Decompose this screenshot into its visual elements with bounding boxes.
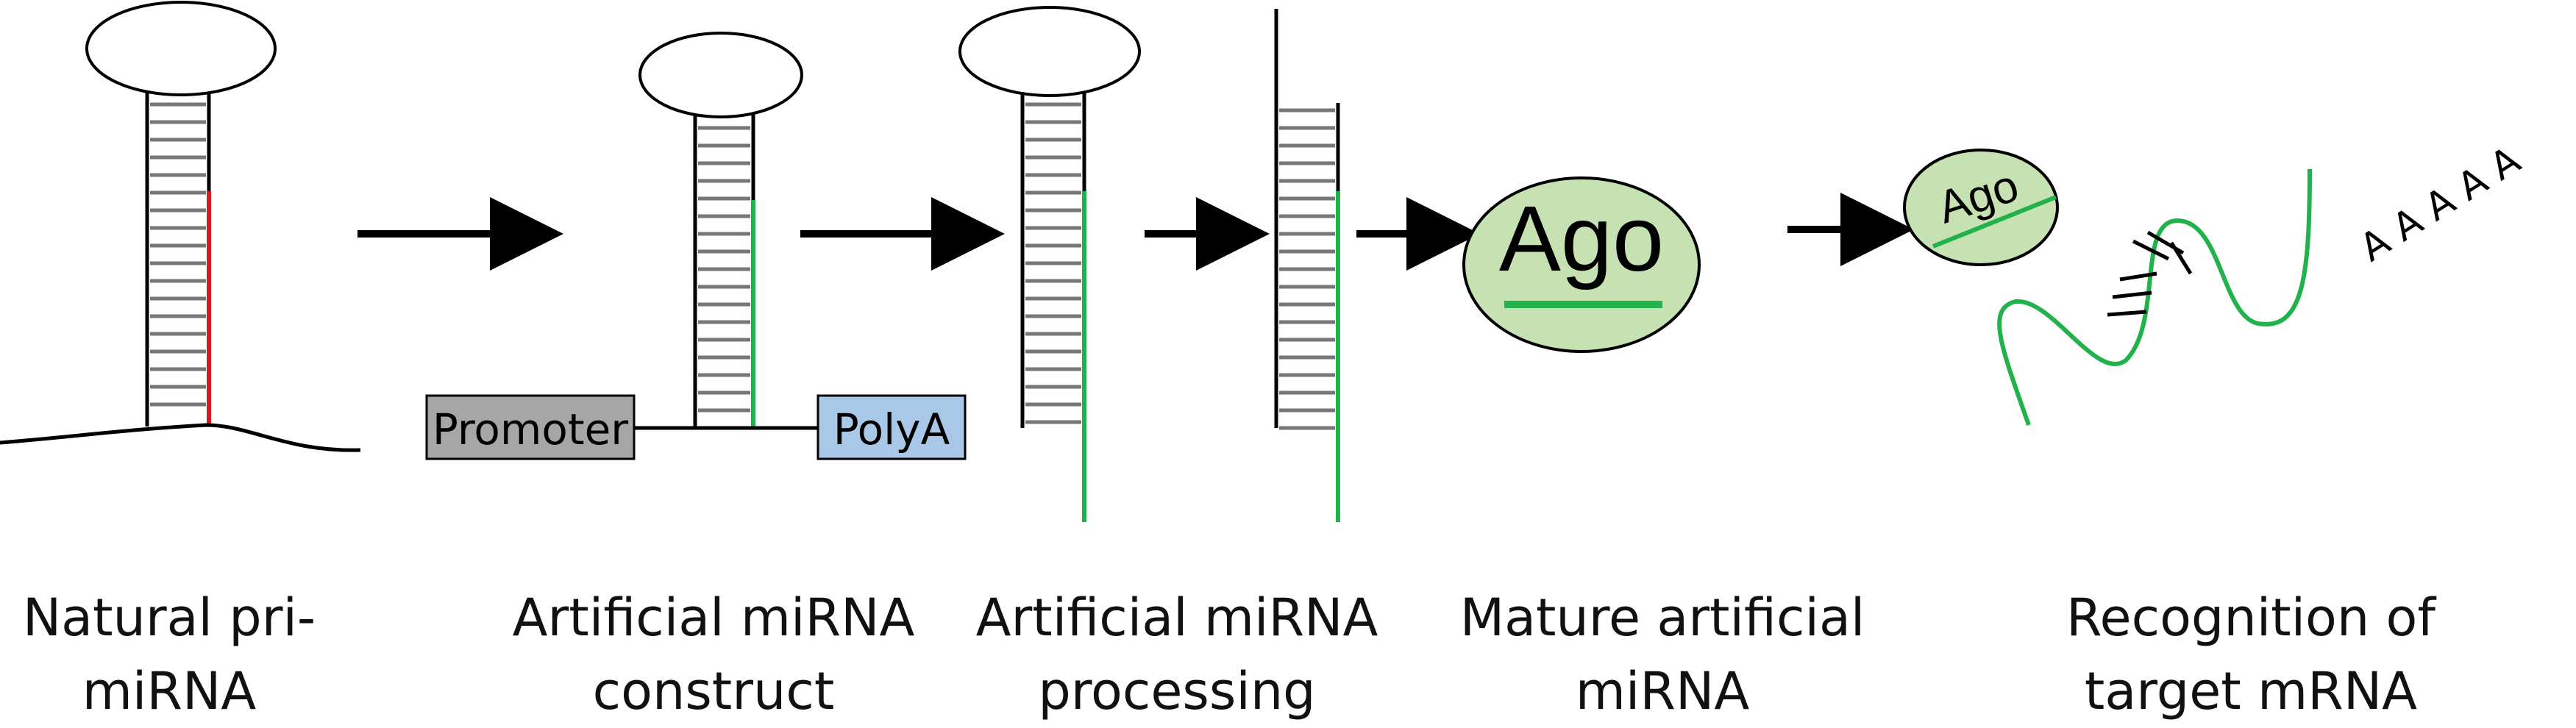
promoter-label: Promoter — [433, 404, 628, 454]
caption-natural-pri-mirna: Natural pri- miRNA — [22, 588, 316, 721]
polya-box — [816, 394, 967, 460]
seed-pairing-lines — [2107, 230, 2193, 317]
base-pair-rungs — [698, 126, 750, 413]
flanking-rna — [0, 423, 361, 452]
caption-mature-artificial-mirna: Mature artificial miRNA — [1459, 588, 1865, 721]
polya-tail: A A A A A — [2352, 138, 2528, 271]
hairpin-loop — [958, 6, 1141, 97]
pre-mirna-hairpin — [958, 6, 1141, 522]
ago-label: Ago — [1499, 187, 1664, 290]
base-pair-rungs — [150, 102, 206, 407]
caption-artificial-mirna-processing: Artificial miRNA processing — [975, 588, 1378, 721]
hairpin-loop — [85, 1, 277, 96]
caption-artificial-mirna-construct: Artificial miRNA construct — [512, 588, 915, 721]
loaded-mirna-small — [1932, 195, 2057, 249]
target-recognition: Ago A A A A A — [1903, 138, 2528, 426]
polya-label: PolyA — [833, 404, 950, 454]
mirna-duplex — [1274, 9, 1340, 522]
target-mrna — [1997, 168, 2312, 426]
ago-complex: Ago — [1462, 176, 1701, 353]
natural-pri-mirna-hairpin — [0, 1, 361, 452]
hairpin-loop — [638, 32, 803, 118]
caption-recognition-target-mrna: Recognition of target mRNA — [2066, 588, 2436, 721]
promoter-box — [425, 394, 636, 460]
artificial-mirna-construct: Promoter PolyA — [425, 32, 967, 460]
base-pair-rungs — [1279, 108, 1335, 430]
ago-protein-small — [1903, 149, 2059, 266]
base-pair-rungs — [1025, 102, 1081, 424]
